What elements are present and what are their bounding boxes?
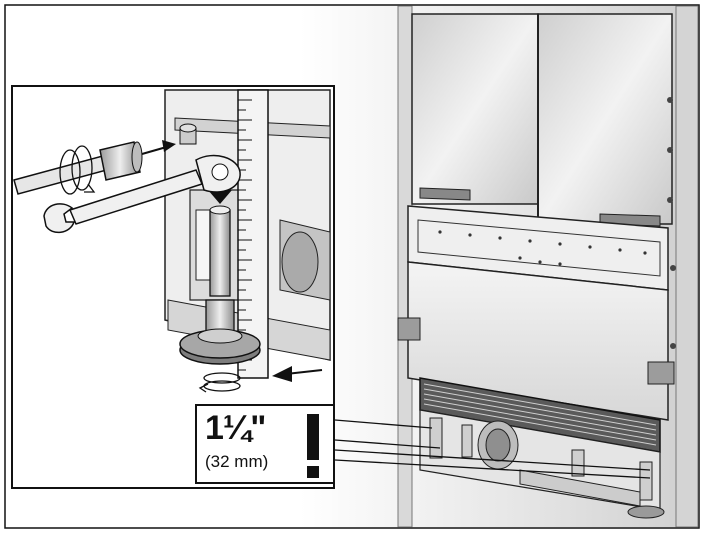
warning-exclamation-icon bbox=[305, 414, 321, 480]
base-grille bbox=[419, 377, 661, 453]
rotation-arrow-icon bbox=[198, 372, 241, 393]
leveling-foot bbox=[179, 299, 261, 365]
measurement-callout: 1¼" (32 mm) bbox=[195, 404, 335, 484]
measuring-ruler bbox=[237, 89, 269, 379]
callout-leader-lines bbox=[334, 419, 651, 479]
wrench-icon bbox=[43, 154, 241, 234]
measurement-imperial: 1¼" bbox=[205, 409, 266, 447]
freezer-drawer bbox=[397, 261, 676, 421]
detail-inset bbox=[11, 85, 335, 489]
measurement-metric: (32 mm) bbox=[205, 452, 269, 471]
refrigerator-doors bbox=[411, 13, 673, 227]
measurement-arrow bbox=[272, 366, 323, 382]
screwdriver-icon bbox=[13, 140, 176, 195]
rotation-arrow-icon bbox=[59, 145, 96, 195]
